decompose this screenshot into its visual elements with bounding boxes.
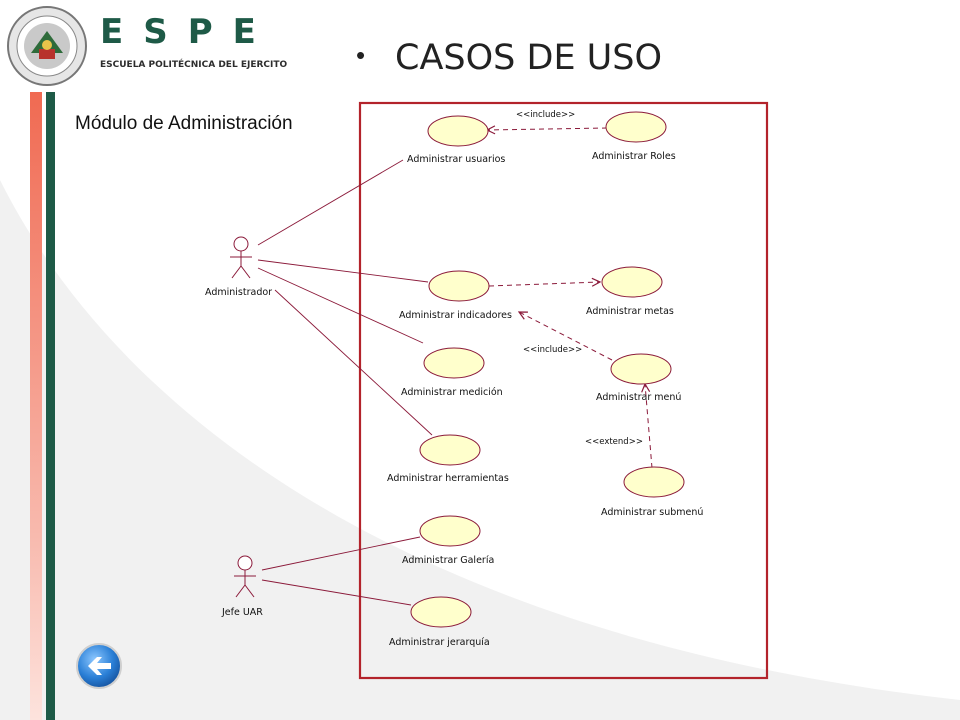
associations: [257, 159, 433, 606]
usecase-menu: [610, 353, 672, 385]
usecase-galeria: [419, 515, 481, 547]
espe-logo: [7, 6, 87, 86]
dependency-indicadores-metas: [488, 282, 600, 286]
association-jefe-jerarquia: [261, 579, 412, 606]
usecase-label-submenu: Administrar submenú: [601, 507, 703, 518]
usecase-label-metas: Administrar metas: [586, 306, 674, 317]
usecase-submenu: [623, 466, 685, 498]
actor-jefe-figure: [234, 555, 256, 598]
module-label: Módulo de Administración: [75, 113, 293, 134]
usecase-roles: [605, 111, 667, 143]
usecase-label-galeria: Administrar Galería: [402, 555, 494, 566]
stereotype-extend-submenu: <<extend>>: [585, 437, 643, 447]
usecase-metas: [601, 266, 663, 298]
actor-label-jefe: Jefe UAR: [221, 607, 263, 618]
decorative-stripe-green: [46, 92, 55, 720]
title-bullet: •: [356, 40, 366, 70]
association-admin-indicadores: [257, 259, 429, 283]
stereotype-include-menu: <<include>>: [523, 345, 582, 355]
stereotype-include-roles: <<include>>: [516, 110, 575, 120]
arrow-left-icon: [88, 657, 111, 675]
usecase-label-usuarios: Administrar usuarios: [407, 154, 505, 165]
system-boundary: [358, 101, 769, 680]
usecase-label-medicion: Administrar medición: [401, 387, 503, 398]
use-case-shapes: [410, 111, 685, 628]
usecase-herramientas: [419, 434, 481, 466]
brand-name: ESPE: [100, 12, 276, 52]
actor-label-administrador: Administrador: [205, 287, 272, 298]
include-roles-usuarios: [487, 128, 608, 130]
usecase-label-herramientas: Administrar herramientas: [387, 473, 509, 484]
page-title: CASOS DE USO: [395, 38, 663, 78]
usecase-jerarquia: [410, 596, 472, 628]
usecase-label-menu: Administrar menú: [596, 392, 681, 403]
association-admin-usuarios: [257, 159, 404, 246]
usecase-usuarios: [427, 115, 489, 147]
usecase-indicadores: [428, 270, 490, 302]
usecase-label-jerarquia: Administrar jerarquía: [389, 637, 490, 648]
usecase-medicion: [423, 347, 485, 379]
association-jefe-galeria: [261, 536, 421, 571]
actor-administrador-figure: [230, 236, 252, 279]
dependencies: [487, 128, 653, 469]
usecase-label-indicadores: Administrar indicadores: [399, 310, 512, 321]
usecase-label-roles: Administrar Roles: [592, 151, 676, 162]
back-button[interactable]: [75, 642, 123, 690]
association-admin-herramientas: [274, 289, 433, 436]
brand-subtitle: ESCUELA POLITÉCNICA DEL EJERCITO: [100, 60, 288, 70]
association-admin-medicion: [257, 267, 424, 344]
decorative-stripe-red: [30, 92, 42, 720]
